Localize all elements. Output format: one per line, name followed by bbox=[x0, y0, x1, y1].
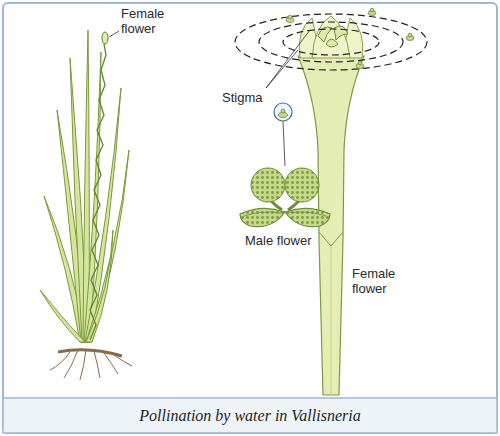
caption-box: Pollination by water in Vallisneria bbox=[3, 398, 497, 433]
female-flower-small bbox=[102, 32, 108, 44]
water-ripples bbox=[235, 14, 427, 70]
sheath bbox=[319, 232, 343, 246]
part-label: Male flower bbox=[245, 233, 335, 248]
caption-band bbox=[3, 398, 497, 433]
leader-line bbox=[283, 121, 285, 166]
leader-line bbox=[266, 50, 298, 88]
magnifier-circle bbox=[274, 103, 292, 121]
male-flower-enlarged bbox=[240, 168, 330, 227]
leader-line bbox=[266, 30, 310, 88]
frame bbox=[3, 3, 497, 433]
part-label: Female flower bbox=[352, 266, 412, 296]
leader-line bbox=[109, 31, 119, 37]
roots bbox=[50, 350, 132, 380]
male-flower-tiny bbox=[281, 109, 285, 113]
stalk-vein bbox=[331, 246, 332, 395]
caption: Pollination by water in Vallisneria bbox=[139, 407, 360, 425]
coiled-stalk bbox=[90, 44, 106, 340]
floating-male-flowers bbox=[286, 8, 414, 68]
part-label: Female flower bbox=[121, 6, 177, 36]
plant-leaves bbox=[40, 30, 129, 342]
part-label: Stigma bbox=[222, 90, 282, 105]
